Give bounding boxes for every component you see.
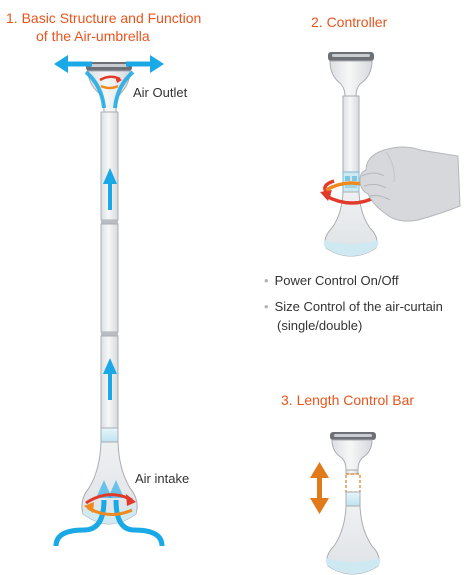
- air-intake-label: Air intake: [135, 471, 190, 486]
- light-band: [100, 427, 119, 443]
- hand-icon: [359, 146, 461, 222]
- bullet-dot: •: [264, 299, 269, 314]
- bullet-size-control: • Size Control of the air-curtain: [264, 297, 443, 316]
- section1-title-line1: 1. Basic Structure and Function: [6, 10, 202, 26]
- length-bar-dashed: [345, 473, 361, 493]
- double-arrow-icon: [310, 462, 329, 514]
- rotation-arrow-icon: [84, 493, 136, 516]
- section3-title: 3. Length Control Bar: [281, 392, 415, 408]
- bullet-dot: •: [264, 273, 269, 288]
- section1-title-line2: of the Air-umbrella: [36, 28, 150, 44]
- length-control-umbrella: [310, 432, 381, 575]
- controller-umbrella: [320, 52, 461, 257]
- right-arrow-icon: [150, 55, 164, 73]
- left-arrow-icon: [54, 55, 68, 73]
- air-umbrella-full: [53, 55, 165, 547]
- up-arrow-icon: [103, 358, 117, 400]
- base-bell: [81, 441, 138, 525]
- bullet-power-control: • Power Control On/Off: [264, 271, 399, 290]
- section2-title: 2. Controller: [311, 14, 388, 30]
- bullet-size-control-continued: (single/double): [277, 316, 362, 335]
- up-arrow-icon: [103, 168, 117, 210]
- bullet-text: Size Control of the air-curtain: [274, 299, 443, 314]
- shaft-segment: [100, 223, 119, 333]
- bullet-text: Power Control On/Off: [274, 273, 399, 288]
- bullet-text: (single/double): [277, 318, 363, 333]
- air-outlet-label: Air Outlet: [133, 85, 188, 100]
